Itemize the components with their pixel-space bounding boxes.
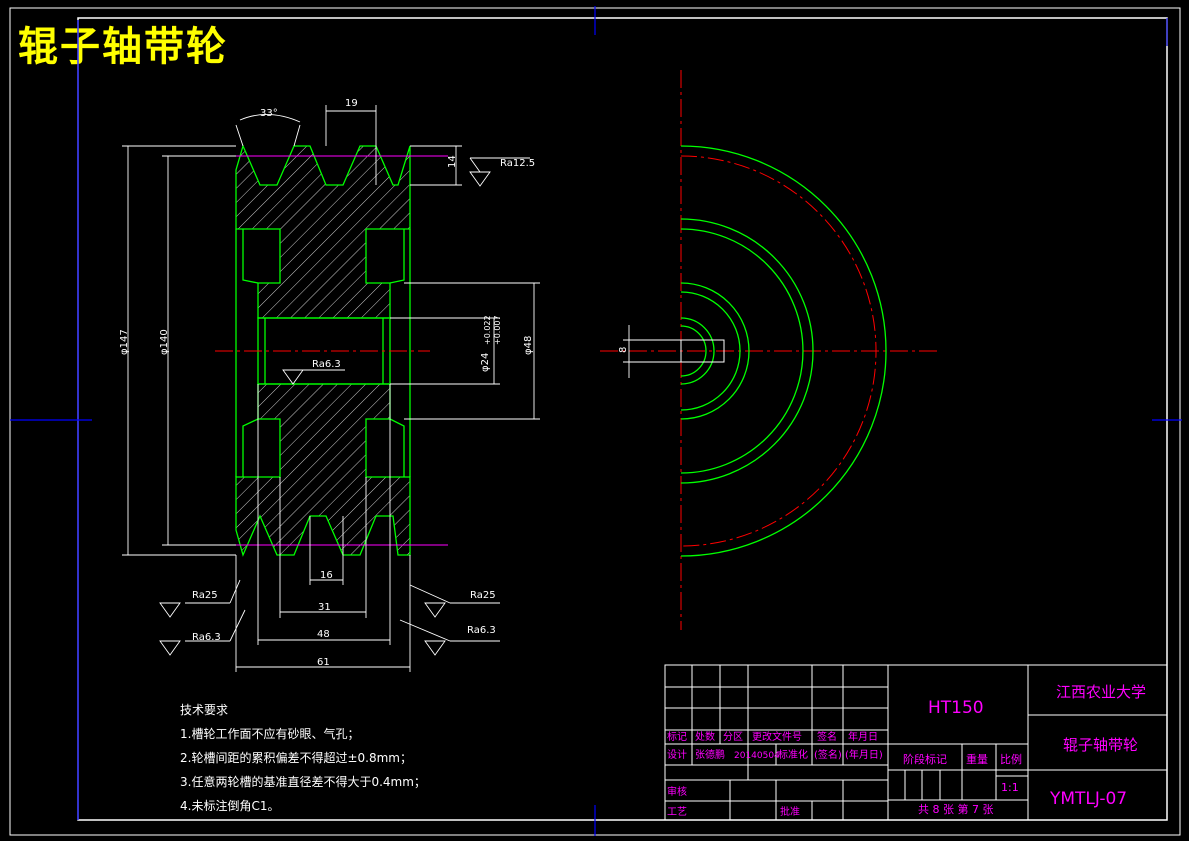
ra63-left: Ra6.3 <box>192 632 221 643</box>
outer-rim <box>680 145 887 557</box>
tb-std-date: (年月日) <box>845 748 883 761</box>
tech-item-3: 3.任意两轮槽的基准直径差不得大于0.4mm； <box>180 775 426 789</box>
upper-hatch <box>235 144 411 319</box>
key-dimension <box>623 325 681 378</box>
tb-part-name: 辊子轴带轮 <box>1063 736 1138 754</box>
bore-inner <box>680 325 707 377</box>
tb-check-label: 审核 <box>667 785 687 798</box>
tb-design-date: 20140504 <box>734 751 780 761</box>
dimension-lines <box>122 105 540 672</box>
pitch-circle <box>680 155 877 547</box>
lower-hatch <box>235 383 411 557</box>
tb-std-label: 标准化 <box>778 748 808 761</box>
tb-h-doc: 更改文件号 <box>752 730 802 743</box>
dim-w61: 61 <box>317 657 330 668</box>
dim-groove-depth: 14 <box>447 155 458 168</box>
dim-w48: 48 <box>317 629 330 640</box>
ra-bore: Ra6.3 <box>312 359 341 370</box>
tb-stage-label: 阶段标记 <box>903 752 947 766</box>
tb-h-zone: 分区 <box>723 731 743 743</box>
dim-pitch-dia: φ140 <box>159 329 170 355</box>
tb-sheet-text: 共 8 张 第 7 张 <box>918 802 993 816</box>
tb-process-label: 工艺 <box>667 806 687 818</box>
ra63-right: Ra6.3 <box>467 625 496 636</box>
tb-designer: 张德鹏 <box>695 748 725 761</box>
dim-top-width: 19 <box>345 98 358 109</box>
tb-h-mark: 标记 <box>667 731 687 743</box>
dim-bore-tol-lower: +0.007 <box>493 315 502 345</box>
dim-outer-dia: φ147 <box>119 329 130 355</box>
pulley-side-view <box>680 145 887 557</box>
tb-std-sign: (签名) <box>814 748 842 761</box>
keyway <box>680 339 725 363</box>
groove-pitch-lines <box>232 155 448 546</box>
dim-bore-tol-upper: +0.022 <box>483 315 492 345</box>
dim-w31: 31 <box>318 602 331 613</box>
tech-item-2: 2.轮槽间距的累积偏差不得超过±0.8mm； <box>180 751 412 765</box>
tb-school: 江西农业大学 <box>1056 683 1146 701</box>
ra-top: Ra12.5 <box>500 158 535 169</box>
drawing-title: 辊子轴带轮 <box>18 24 228 70</box>
dim-hub-dia: φ48 <box>523 336 534 355</box>
title-block <box>664 664 1168 821</box>
hub-inner <box>680 291 741 411</box>
tech-item-1: 1.槽轮工作面不应有砂眼、气孔； <box>180 727 360 741</box>
tb-h-count: 处数 <box>695 730 715 743</box>
tb-weight-label: 重量 <box>966 752 988 766</box>
dim-key-width: 8 <box>618 347 629 353</box>
tb-drawing-no: YMTLJ-07 <box>1049 789 1127 809</box>
tb-design-label: 设计 <box>667 748 687 761</box>
tech-heading: 技术要求 <box>180 703 229 717</box>
frame-center-marks <box>10 6 1182 836</box>
tb-scale-label: 比例 <box>1000 752 1022 766</box>
roughness-symbols <box>159 171 491 656</box>
ra25-right: Ra25 <box>470 590 496 601</box>
tb-scale-value: 1:1 <box>1001 781 1019 794</box>
dim-w16: 16 <box>320 570 333 581</box>
web-outer <box>680 228 804 474</box>
centerlines <box>215 70 940 630</box>
tb-material: HT150 <box>928 698 984 718</box>
dim-angle: 33° <box>260 108 278 119</box>
groove-root <box>680 218 814 484</box>
tb-h-date: 年月日 <box>848 730 878 743</box>
ra25-left: Ra25 <box>192 590 218 601</box>
dimension-texts: 33° 19 14 Ra12.5 φ147 φ140 φ24 +0.022 +0… <box>119 98 629 668</box>
tb-h-sign: 签名 <box>817 730 837 743</box>
dim-bore: φ24 <box>480 353 491 372</box>
bore-circle <box>680 317 715 385</box>
title-block-texts: HT150 江西农业大学 辊子轴带轮 YMTLJ-07 标记 处数 分区 更改文… <box>667 683 1146 818</box>
hub-outer <box>680 282 750 420</box>
tb-approve-label: 批准 <box>780 805 800 818</box>
technical-requirements: 技术要求 1.槽轮工作面不应有砂眼、气孔； 2.轮槽间距的累积偏差不得超过±0.… <box>180 698 426 818</box>
tech-item-4: 4.未标注倒角C1。 <box>180 799 280 813</box>
